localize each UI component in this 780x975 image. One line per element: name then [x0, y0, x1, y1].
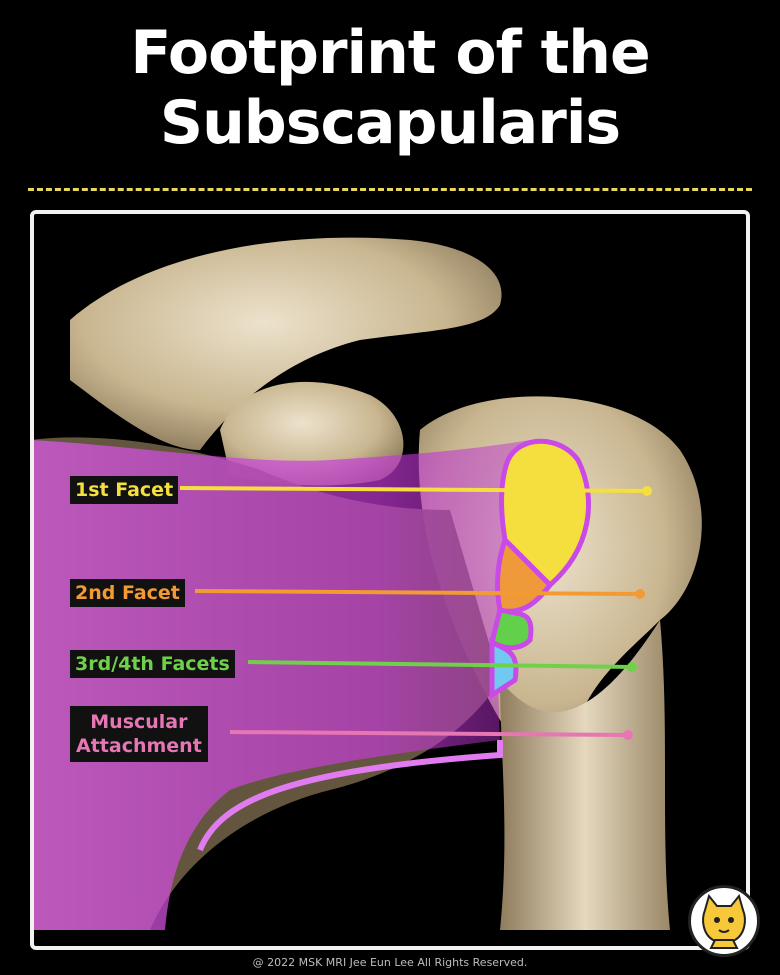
leader-line-muscular — [229, 730, 629, 737]
muscle-outline — [197, 740, 503, 852]
subscapularis-muscle — [30, 440, 530, 930]
leader-dot-facet-3-4 — [627, 662, 637, 672]
page-title: Footprint of the Subscapularis — [0, 18, 780, 158]
title-line-1: Footprint of the — [130, 18, 650, 88]
label-2nd-facet: 2nd Facet — [70, 579, 185, 607]
humeral-shaft-bone — [500, 620, 670, 930]
cat-mascot-glyph — [702, 893, 746, 949]
leader-dot-facet-2 — [635, 589, 645, 599]
shoulder-illustration — [30, 210, 750, 950]
dashed-divider — [28, 188, 752, 191]
leader-dot-muscular — [623, 730, 633, 740]
acromion-bone — [70, 237, 502, 450]
label-3rd-4th-facets: 3rd/4th Facets — [70, 650, 235, 678]
leader-line-facet-1 — [179, 486, 648, 493]
leader-line-facet-2 — [194, 589, 641, 596]
leader-dot-facet-1 — [642, 486, 652, 496]
title-line-2: Subscapularis — [159, 88, 621, 158]
leader-line-facet-3-4 — [247, 660, 633, 669]
facet-1-area — [499, 438, 591, 589]
label-1st-facet: 1st Facet — [70, 476, 179, 504]
cat-mascot-icon — [688, 885, 760, 957]
image-frame — [30, 210, 750, 950]
label-muscular-attachment: Muscular Attachment — [70, 706, 208, 762]
copyright-credit: @ 2022 MSK MRI Jee Eun Lee All Rights Re… — [252, 956, 528, 969]
facet-lower-area — [489, 637, 519, 700]
